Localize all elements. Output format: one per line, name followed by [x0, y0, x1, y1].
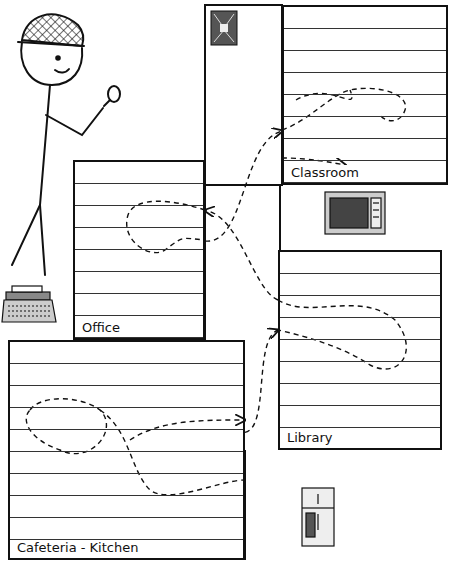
room-box: Office: [73, 160, 205, 340]
room-name: Cafeteria - Kitchen: [14, 540, 141, 555]
microwave-icon: [325, 192, 385, 234]
room-name: Classroom: [288, 165, 362, 180]
room-box: Cafeteria - Kitchen: [8, 340, 245, 560]
dashed-route: [245, 330, 278, 432]
fridge-icon: [302, 488, 334, 546]
room-name: Office: [79, 320, 123, 335]
dashed-route: [205, 210, 278, 300]
typewriter-icon: [2, 286, 56, 322]
hallway-photo: [211, 11, 237, 45]
room-name: Library: [284, 430, 335, 445]
dashed-route: [205, 131, 282, 241]
room-box: Library: [278, 250, 442, 450]
room-box: Classroom: [282, 5, 448, 185]
